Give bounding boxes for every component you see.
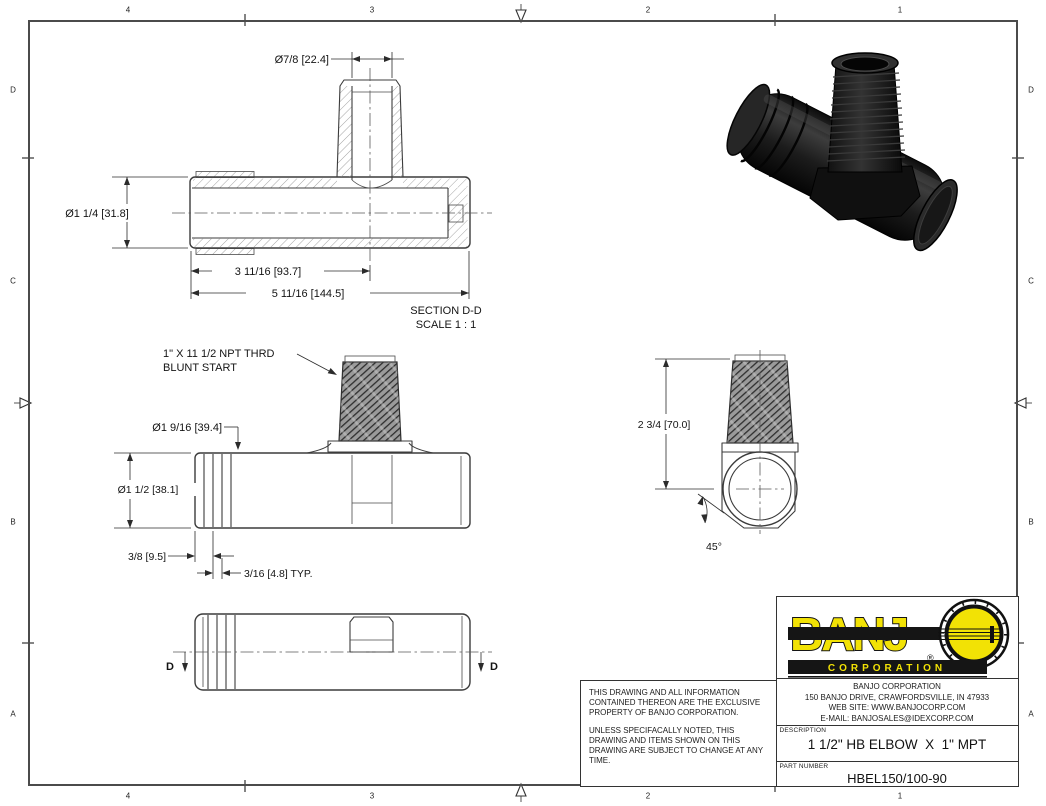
3d-render <box>726 52 958 252</box>
dim-label-pitch: 3/16 [4.8] TYP. <box>244 568 313 580</box>
banjo-strings <box>937 628 1000 640</box>
company-email: E-MAIL: BANJOSALES@IDEXCORP.COM <box>820 713 974 723</box>
dim-label-len-inner: 3 11/16 [93.7] <box>235 266 301 278</box>
section-cut-line: D D <box>166 652 498 673</box>
section-view: Ø7/8 [22.4] Ø1 1/4 [31.8] 3 11/16 <box>65 52 492 331</box>
zone-left-d: D <box>10 85 16 95</box>
logo-corporation: CORPORATION <box>827 663 945 674</box>
dim-label-dia-side: Ø1 1/4 [31.8] <box>65 208 129 220</box>
dim-label-len-barb: 3/8 [9.5] <box>128 551 166 563</box>
part-number-value: HBEL150/100-90 <box>847 771 947 786</box>
dim-hose-od: Ø1 1/2 [38.1] <box>99 452 197 529</box>
npt-note-line2: BLUNT START <box>163 362 237 374</box>
zone-left-b: B <box>10 517 16 527</box>
dim-length-outer: 5 11/16 [144.5] <box>191 251 470 300</box>
dim-top-port: Ø7/8 [22.4] <box>275 52 404 78</box>
zone-top-2: 2 <box>645 5 651 15</box>
dim-height: 2 3/4 [70.0] <box>620 358 730 490</box>
disclaimer-box: THIS DRAWING AND ALL INFORMATION CONTAIN… <box>580 680 777 787</box>
npt-note: 1" X 11 1/2 NPT THRD BLUNT START <box>163 348 337 375</box>
sheet-border <box>28 20 1018 786</box>
zone-bottom-3: 3 <box>369 791 375 801</box>
section-caption: SECTION D-D <box>410 305 482 317</box>
description-cell: DESCRIPTION 1 1/2" HB ELBOW X 1" MPT <box>776 724 1018 761</box>
company-address-cell: BANJO CORPORATION 150 BANJO DRIVE, CRAWF… <box>776 678 1018 724</box>
border-frame-marks <box>14 4 1032 802</box>
dim-angle: 45° <box>697 493 725 553</box>
dim-bore: Ø1 1/4 [31.8] <box>65 176 188 249</box>
center-marker-bottom <box>515 782 527 802</box>
dim-barb-pitch: 3/16 [4.8] TYP. <box>197 568 313 580</box>
end-view: 2 3/4 [70.0] 45° <box>620 350 799 553</box>
zone-top-3: 3 <box>369 5 375 15</box>
zone-top-1: 1 <box>897 5 903 15</box>
part-number-label: PART NUMBER <box>779 763 829 770</box>
description-value: 1 1/2" HB ELBOW X 1" MPT <box>807 736 987 752</box>
center-marker-right <box>1013 397 1032 409</box>
title-block: BANJ ® CORPORATION BANJO CORPORATION 150… <box>775 596 1019 787</box>
zone-bottom-2: 2 <box>645 791 651 801</box>
dim-label-dia-hose: Ø1 1/2 [38.1] <box>118 484 179 496</box>
company-website: WEB SITE: WWW.BANJOCORP.COM <box>828 703 966 713</box>
zone-top-4: 4 <box>125 5 131 15</box>
dim-label-angle: 45° <box>706 541 722 553</box>
banjo-bridge <box>989 625 994 643</box>
part-number-cell: PART NUMBER HBEL150/100-90 <box>776 761 1018 786</box>
banjo-logo: BANJ ® CORPORATION <box>787 598 1009 678</box>
zone-left-a: A <box>10 709 16 719</box>
section-scale: SCALE 1 : 1 <box>416 319 477 331</box>
zone-right-c: C <box>1028 276 1034 286</box>
plan-view: D D <box>166 613 498 691</box>
dim-label-dia-top: Ø7/8 [22.4] <box>275 54 329 66</box>
zone-left-c: C <box>10 276 16 286</box>
npt-note-line1: 1" X 11 1/2 NPT THRD <box>163 348 275 360</box>
center-marker-top <box>515 4 527 24</box>
dim-label-height: 2 3/4 [70.0] <box>638 419 691 431</box>
zone-right-a: A <box>1028 709 1034 719</box>
section-arrow-label-left: D <box>166 661 174 673</box>
company-address: 150 BANJO DRIVE, CRAWFORDSVILLE, IN 4793… <box>804 692 990 702</box>
dim-label-len-outer: 5 11/16 [144.5] <box>272 288 345 300</box>
disclaimer-paragraph-1: THIS DRAWING AND ALL INFORMATION CONTAIN… <box>589 688 761 717</box>
registered-mark: ® <box>927 653 934 663</box>
zone-bottom-4: 4 <box>125 791 131 801</box>
section-arrow-label-right: D <box>490 661 498 673</box>
company-name: BANJO CORPORATION <box>853 682 941 692</box>
banjo-neck <box>787 626 986 640</box>
3d-thread <box>826 52 906 173</box>
dim-barb-od: Ø1 9/16 [39.4] <box>152 422 241 450</box>
dim-length-inner: 3 11/16 [93.7] <box>190 251 371 299</box>
center-marker-left <box>14 397 33 409</box>
zone-right-d: D <box>1028 85 1034 95</box>
zone-bottom-1: 1 <box>897 791 903 801</box>
dim-barb-length: 3/8 [9.5] <box>128 531 234 579</box>
description-label: DESCRIPTION <box>779 726 827 734</box>
logo-cell: BANJ ® CORPORATION <box>777 597 1018 678</box>
disclaimer-paragraph-2: UNLESS SPECIFACALLY NOTED, THIS DRAWING … <box>589 726 763 765</box>
dim-label-dia-barb: Ø1 9/16 [39.4] <box>152 422 222 434</box>
zone-right-b: B <box>1028 517 1034 527</box>
front-view: 1" X 11 1/2 NPT THRD BLUNT START Ø1 9/16… <box>99 348 471 580</box>
